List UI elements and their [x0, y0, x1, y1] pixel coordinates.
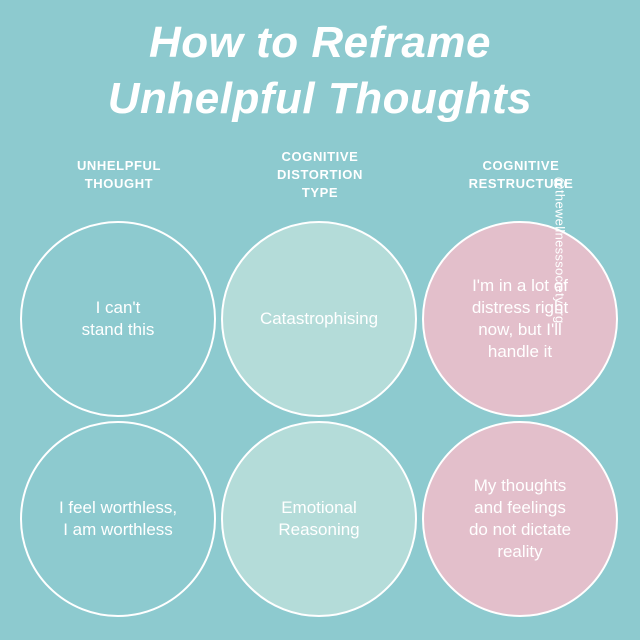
text-line: handle it [487, 342, 553, 361]
column-heading-line: THOUGHT [84, 176, 154, 191]
text-line: I can't [95, 298, 141, 317]
restructure-circle-2: My thoughts and feelings do not dictate … [422, 421, 618, 617]
distortion-text-2: Emotional Reasoning [244, 497, 394, 541]
distortion-circle-2: Emotional Reasoning [221, 421, 417, 617]
column-heading-cognitive-restructure: COGNITIVE RESTRUCTURE [426, 157, 616, 193]
text-line: stand this [81, 320, 155, 339]
text-line: I'm in a lot of [472, 276, 568, 295]
column-heading-line: DISTORTION [277, 167, 363, 182]
text-line: and feelings [474, 498, 566, 517]
column-heading-line: TYPE [301, 185, 339, 200]
column-heading-distortion-type: COGNITIVE DISTORTION TYPE [225, 148, 415, 202]
text-line: I feel worthless, [58, 498, 178, 517]
thought-text-1: I can't stand this [43, 297, 193, 341]
distortion-circle-1: Catastrophising [221, 221, 417, 417]
column-heading-unhelpful-thought: UNHELPFUL THOUGHT [24, 157, 214, 193]
text-line: Reasoning [278, 520, 360, 539]
restructure-text-2: My thoughts and feelings do not dictate … [445, 475, 595, 563]
text-line: Catastrophising [259, 309, 379, 328]
social-handle: @thewellnesssocietyorg [552, 176, 568, 324]
text-line: My thoughts [473, 476, 567, 495]
text-line: reality [497, 542, 543, 561]
text-line: Emotional [281, 498, 357, 517]
thought-text-2: I feel worthless, I am worthless [43, 497, 193, 541]
text-line: I am worthless [63, 520, 173, 539]
column-heading-line: RESTRUCTURE [468, 176, 574, 191]
column-heading-line: UNHELPFUL [76, 158, 162, 173]
text-line: distress right [471, 298, 569, 317]
thought-circle-1: I can't stand this [20, 221, 216, 417]
restructure-text-1: I'm in a lot of distress right now, but … [445, 275, 595, 363]
text-line: do not dictate [468, 520, 572, 539]
page-title-line-2: Unhelpful Thoughts [107, 74, 533, 123]
page-title-line-1: How to Reframe [149, 18, 491, 67]
distortion-text-1: Catastrophising [244, 308, 394, 330]
thought-circle-2: I feel worthless, I am worthless [20, 421, 216, 617]
text-line: now, but I'll [478, 320, 562, 339]
restructure-circle-1: I'm in a lot of distress right now, but … [422, 221, 618, 417]
column-heading-line: COGNITIVE [482, 158, 560, 173]
column-heading-line: COGNITIVE [281, 149, 359, 164]
